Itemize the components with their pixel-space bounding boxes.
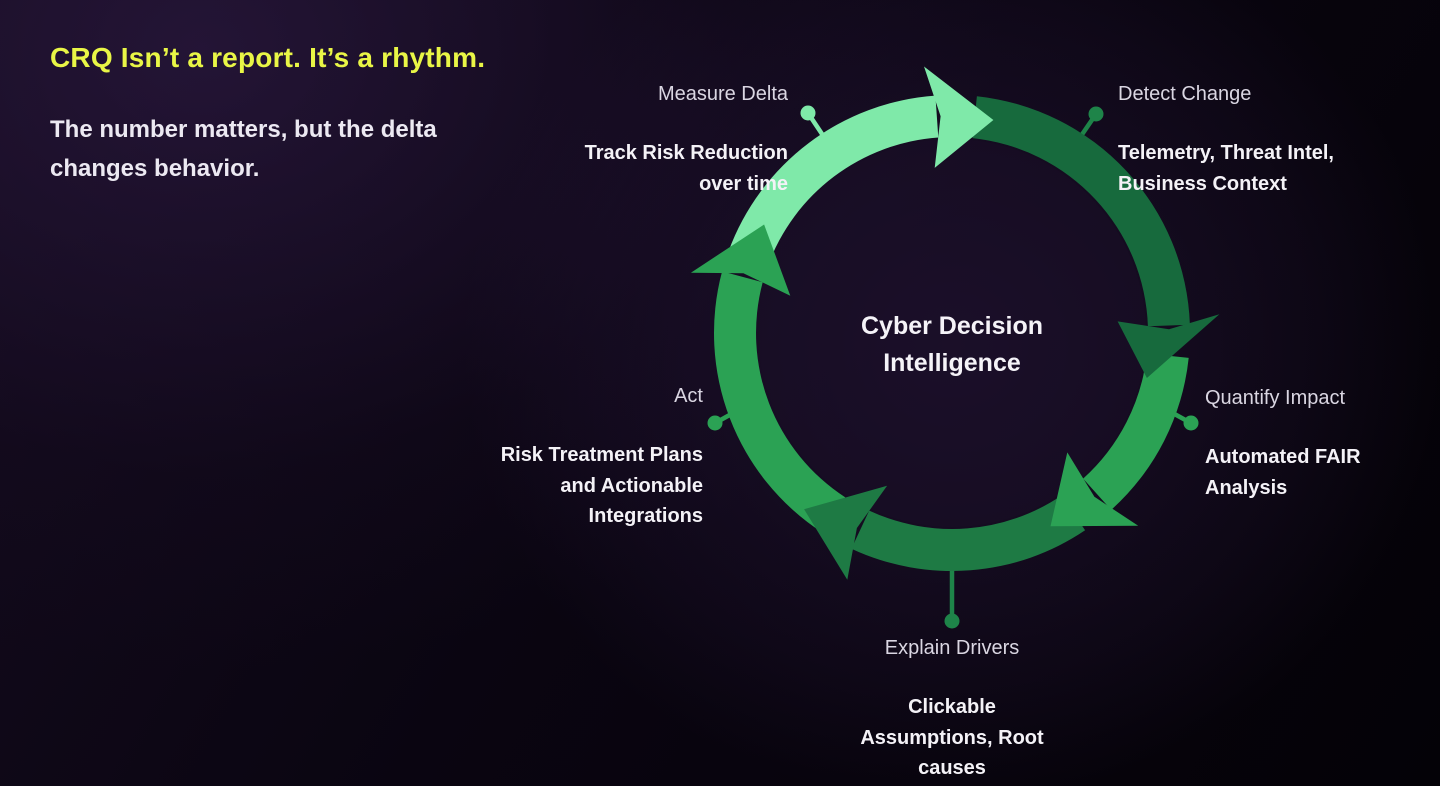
stage-detect-change: Detect Change Telemetry, Threat Intel, B… xyxy=(1118,82,1408,199)
detail-line: Integrations xyxy=(588,505,703,527)
connector-dot-detect-change xyxy=(1088,106,1104,122)
detail-line: Risk Treatment Plans xyxy=(500,444,703,466)
connector-dot-explain-drivers xyxy=(944,613,960,629)
cycle-arc-quantify-impact xyxy=(1083,353,1189,510)
detail-line: Business Context xyxy=(1118,172,1287,195)
detail-line: causes xyxy=(918,757,986,779)
detail-line: Assumptions, Root xyxy=(860,726,1044,749)
stage-detail-measure-delta: Track Risk Reduction over time xyxy=(500,138,788,199)
connector-dot-act xyxy=(707,415,723,431)
cycle-arc-act xyxy=(713,271,846,533)
slide-subtitle: The number matters, but the delta change… xyxy=(50,110,437,188)
detail-line: and Actionable xyxy=(560,474,703,497)
cycle-arrowhead-act xyxy=(690,224,791,296)
detail-line: Automated FAIR xyxy=(1205,446,1361,468)
detail-line: Telemetry, Threat Intel, xyxy=(1118,142,1334,164)
slide-title: CRQ Isn’t a report. It’s a rhythm. xyxy=(50,42,486,73)
connector-dot-measure-delta xyxy=(800,105,816,121)
connector-dot-quantify-impact xyxy=(1183,415,1199,431)
detail-line: Analysis xyxy=(1205,476,1288,499)
cycle-arrowhead-explain-drivers xyxy=(804,485,888,580)
detail-line: Clickable xyxy=(908,696,996,718)
center-line-2: Intelligence xyxy=(883,349,1021,377)
subtitle-line-1: The number matters, but the delta xyxy=(50,116,437,143)
stage-detail-act: Risk Treatment Plans and Actionable Inte… xyxy=(420,440,703,532)
stage-label-explain-drivers: Explain Drivers xyxy=(884,637,1020,659)
stage-detail-quantify-impact: Automated FAIR Analysis xyxy=(1205,442,1440,503)
cycle-inner-disc xyxy=(758,139,1146,527)
subtitle-line-2: changes behavior. xyxy=(50,155,260,182)
stage-label-detect-change: Detect Change xyxy=(1118,83,1252,105)
stage-detail-detect-change: Telemetry, Threat Intel, Business Contex… xyxy=(1118,138,1408,199)
cycle-arrowhead-detect-change xyxy=(1117,314,1220,378)
stage-act: Act Risk Treatment Plans and Actionable … xyxy=(420,384,703,532)
center-line-1: Cyber Decision xyxy=(860,312,1043,340)
stage-label-measure-delta: Measure Delta xyxy=(657,83,788,105)
cycle-arc-explain-drivers xyxy=(851,495,1086,572)
cycle-center-label: Cyber Decision Intelligence xyxy=(792,308,1112,382)
stage-label-act: Act xyxy=(674,385,703,407)
cycle-arc-measure-delta xyxy=(728,95,939,266)
detail-line: over time xyxy=(699,172,788,195)
detail-line: Track Risk Reduction xyxy=(584,142,788,164)
stage-explain-drivers: Explain Drivers Clickable Assumptions, R… xyxy=(792,636,1112,784)
cycle-arrowhead-quantify-impact xyxy=(1050,452,1139,527)
stage-measure-delta: Measure Delta Track Risk Reduction over … xyxy=(500,82,788,199)
stage-label-quantify-impact: Quantify Impact xyxy=(1205,387,1346,409)
cycle-arc-detect-change xyxy=(972,96,1190,327)
cycle-arrowhead-measure-delta xyxy=(924,66,994,168)
stage-detail-explain-drivers: Clickable Assumptions, Root causes xyxy=(792,692,1112,784)
stage-quantify-impact: Quantify Impact Automated FAIR Analysis xyxy=(1205,386,1440,503)
